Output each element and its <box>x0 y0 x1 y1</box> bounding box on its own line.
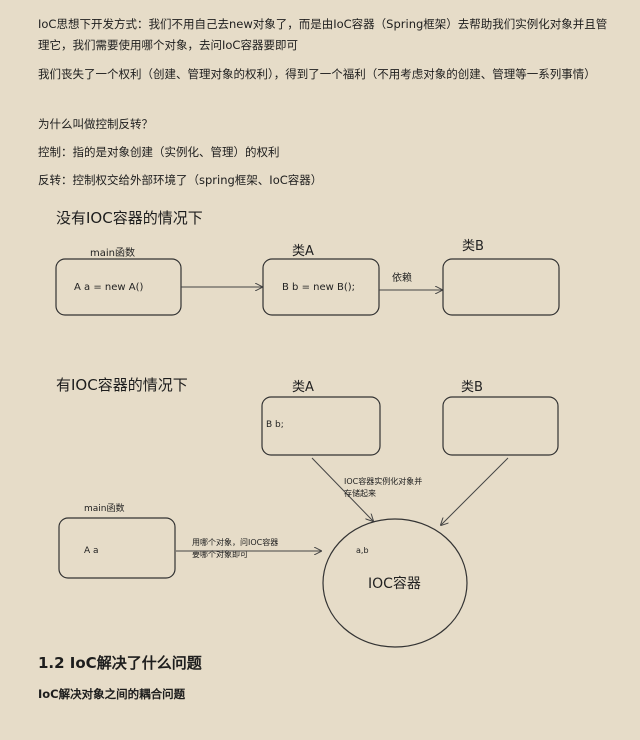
d2-container-note-2: 存储起来 <box>344 488 376 498</box>
d1-classB-box <box>442 258 560 316</box>
d1-classB-label: 类B <box>462 239 484 254</box>
d2-arrow-b-to-container <box>441 457 509 525</box>
ioc-container-ellipse <box>322 518 468 648</box>
d1-classA-box <box>262 258 380 316</box>
d1-main-label: main函数 <box>90 246 135 259</box>
d2-classA-box <box>261 396 381 456</box>
d2-classA-label: 类A <box>292 380 314 395</box>
d1-main-code: A a = new A() <box>74 282 143 293</box>
d2-classB-box <box>442 396 559 456</box>
control-definition: 控制：指的是对象创建（实例化、管理）的权利 <box>38 145 280 159</box>
diagram1-title: 没有IOC容器的情况下 <box>56 209 203 227</box>
d1-classA-code: B b = new B(); <box>282 282 355 293</box>
d2-main-label: main函数 <box>84 502 125 514</box>
d1-dependency-label: 依赖 <box>392 271 412 284</box>
intro-paragraph-1: IoC思想下开发方式：我们不用自己去new对象了，而是由IoC容器（Spring… <box>38 17 608 52</box>
d2-classB-label: 类B <box>461 380 483 395</box>
d1-classA-label: 类A <box>292 244 314 259</box>
intro-paragraph-2: 我们丧失了一个权利（创建、管理对象的权利），得到了一个福利（不用考虑对象的创建、… <box>38 67 596 81</box>
d2-main-box <box>58 517 176 579</box>
question-paragraph: 为什么叫做控制反转？ <box>38 117 153 131</box>
d2-request-line-1: 用哪个对象，问IOC容器 <box>192 537 278 547</box>
d2-container-inner: a,b <box>356 546 369 555</box>
d2-request-line-2: 要哪个对象即可 <box>192 549 248 559</box>
section-heading: 1.2 IoC解决了什么问题 <box>38 654 202 672</box>
d2-main-code: A a <box>84 546 99 556</box>
section-text: IoC解决对象之间的耦合问题 <box>38 687 186 701</box>
d2-classA-code: B b; <box>266 420 284 430</box>
d2-container-label: IOC容器 <box>368 575 421 592</box>
diagram2-title: 有IOC容器的情况下 <box>56 376 188 394</box>
d2-arrow-a-to-container <box>311 457 373 521</box>
d2-container-note-1: IOC容器实例化对象并 <box>344 476 422 486</box>
inversion-definition: 反转：控制权交给外部环境了（spring框架、IoC容器） <box>38 173 323 187</box>
